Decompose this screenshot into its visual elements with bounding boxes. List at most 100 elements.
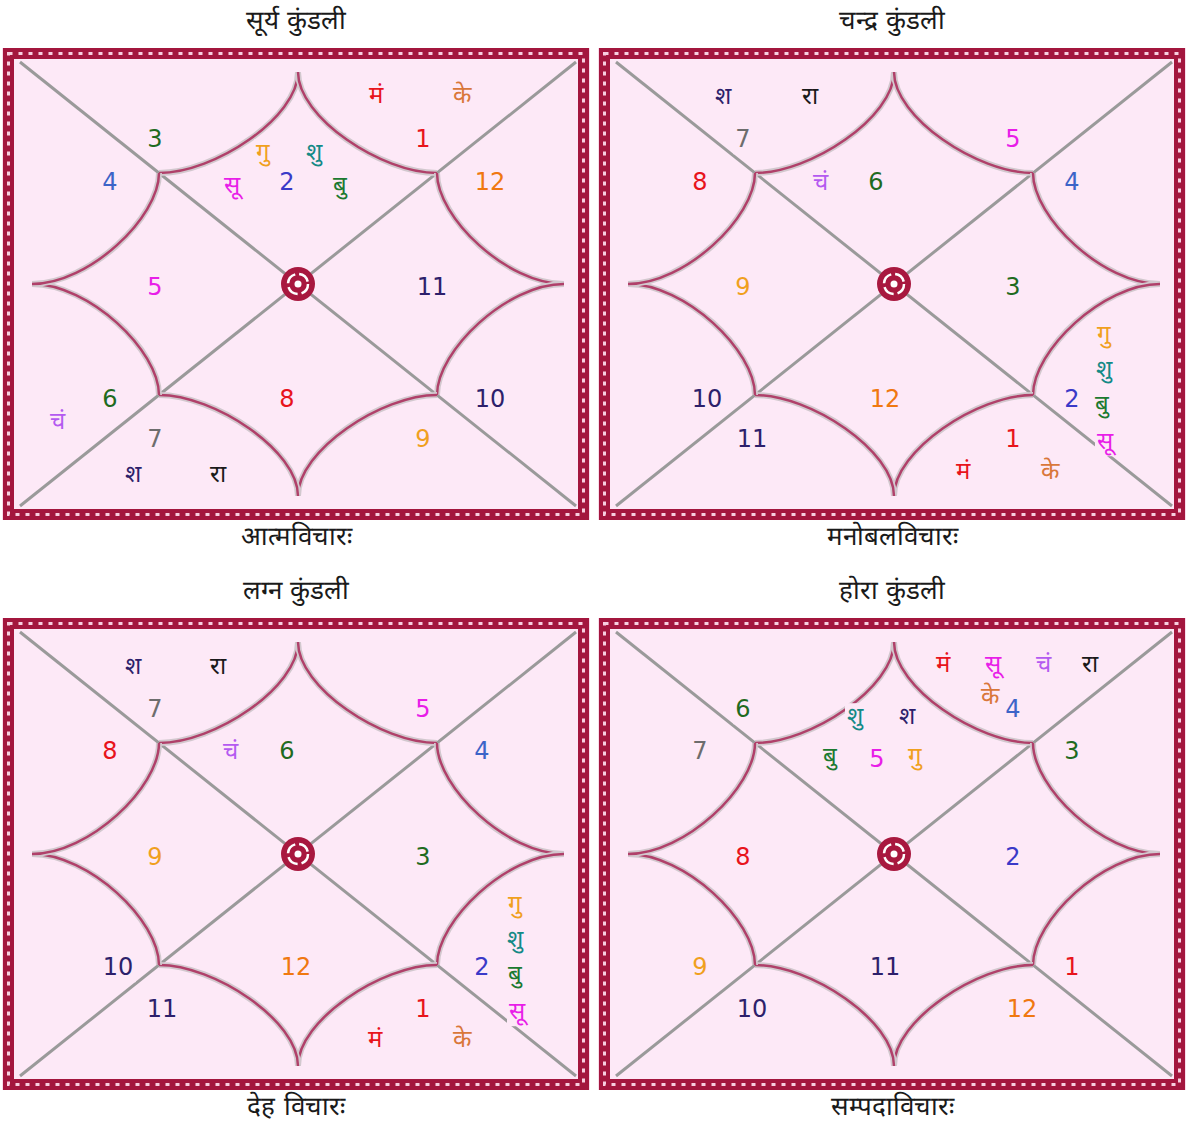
chart-title: होरा कुंडली (598, 576, 1186, 605)
planet-label: के (979, 683, 1001, 711)
house-curve-shadow (159, 642, 298, 743)
planet-label: गु (906, 743, 924, 771)
house-number: 7 (733, 126, 752, 154)
house-curve (1033, 743, 1160, 854)
house-curve-shadow (32, 284, 159, 395)
house-curve (159, 72, 298, 173)
house-curve-shadow (1033, 743, 1160, 854)
house-number: 9 (145, 844, 164, 872)
house-number: 10 (101, 954, 136, 982)
house-curve-shadow (1033, 284, 1160, 395)
house-number: 12 (868, 386, 903, 414)
house-number: 11 (868, 954, 903, 982)
house-curve-shadow (437, 743, 564, 854)
house-curve (894, 642, 1033, 743)
house-number: 12 (473, 169, 508, 197)
house-curve (159, 965, 298, 1066)
planet-label: मं (366, 1026, 384, 1054)
center-ornament-ring (884, 844, 904, 864)
house-number: 2 (1062, 386, 1081, 414)
house-curve-shadow (32, 854, 159, 965)
house-curve-shadow (755, 642, 894, 743)
panel-ground (2, 48, 590, 520)
center-ornament (281, 267, 315, 301)
house-number: 9 (413, 426, 432, 454)
house-curve-shadow (298, 965, 437, 1066)
house-number: 6 (100, 386, 119, 414)
house-curve (32, 284, 159, 395)
panel-ground (598, 618, 1186, 1090)
planet-label: बु (331, 172, 349, 200)
house-number: 6 (866, 169, 885, 197)
house-number: 2 (1003, 844, 1022, 872)
planet-label: चं (811, 169, 830, 197)
house-number: 12 (279, 954, 314, 982)
house-curve-shadow (298, 642, 437, 743)
center-ornament-dot (295, 851, 302, 858)
house-number: 8 (277, 386, 296, 414)
house-number: 1 (1003, 426, 1022, 454)
house-curve-shadow (894, 395, 1033, 496)
house-curve (32, 173, 159, 284)
planet-label: मं (954, 458, 972, 486)
planet-label: गु (506, 891, 524, 919)
house-number: 11 (735, 426, 770, 454)
chart-ground (14, 58, 578, 510)
house-number: 11 (145, 996, 180, 1024)
planet-label: रा (1080, 651, 1100, 679)
house-curve (437, 743, 564, 854)
house-number: 6 (277, 738, 296, 766)
planet-label: रा (208, 653, 228, 681)
house-number: 3 (413, 844, 432, 872)
house-curve (1033, 173, 1160, 284)
house-curve-shadow (298, 72, 437, 173)
house-number: 4 (1062, 169, 1081, 197)
house-number: 7 (145, 426, 164, 454)
house-number: 10 (690, 386, 725, 414)
chart-ground (14, 628, 578, 1080)
house-curve (32, 743, 159, 854)
house-number: 1 (1062, 954, 1081, 982)
house-number: 9 (690, 954, 709, 982)
chart-caption: आत्मविचारः (2, 522, 590, 551)
border-band (605, 624, 1180, 1085)
planet-label: मं (367, 82, 385, 110)
center-ornament (877, 267, 911, 301)
center-ornament-ring (288, 274, 308, 294)
house-number: 4 (100, 169, 119, 197)
planet-label: रा (208, 461, 228, 489)
house-curve (894, 72, 1033, 173)
center-ornament-ring (288, 844, 308, 864)
house-curve (159, 642, 298, 743)
diagonal-line (20, 632, 576, 1076)
diagonal-line (616, 62, 1172, 506)
house-number: 8 (100, 738, 119, 766)
planet-label: चं (221, 738, 240, 766)
center-ornament-dot (891, 281, 898, 288)
house-number: 4 (472, 738, 491, 766)
planet-label: सू (507, 998, 527, 1026)
diagonal-line (616, 632, 1172, 1076)
planet-label: शु (304, 139, 324, 167)
chart-title: चन्द्र कुंडली (598, 6, 1186, 35)
house-curve-shadow (159, 965, 298, 1066)
planet-label: रा (800, 83, 820, 111)
planet-label: गु (1095, 321, 1113, 349)
chart-panel: होरा कुंडलीसम्पदाविचारः (598, 618, 1186, 1090)
house-curve-shadow (298, 395, 437, 496)
house-curve (755, 72, 894, 173)
planet-label: के (451, 82, 473, 110)
diagonal-line (616, 632, 1172, 1076)
chart-caption: मनोबलविचारः (598, 522, 1186, 551)
house-curve-shadow (437, 284, 564, 395)
center-ornament-dot (891, 851, 898, 858)
border-band (605, 54, 1180, 515)
chart-title: लग्न कुंडली (2, 576, 590, 605)
planet-label: श (123, 461, 143, 489)
planet-label: शु (505, 926, 525, 954)
center-ornament (281, 837, 315, 871)
planet-label: चं (1034, 651, 1053, 679)
house-number: 8 (733, 844, 752, 872)
house-curve (437, 854, 564, 965)
house-curve-shadow (32, 743, 159, 854)
